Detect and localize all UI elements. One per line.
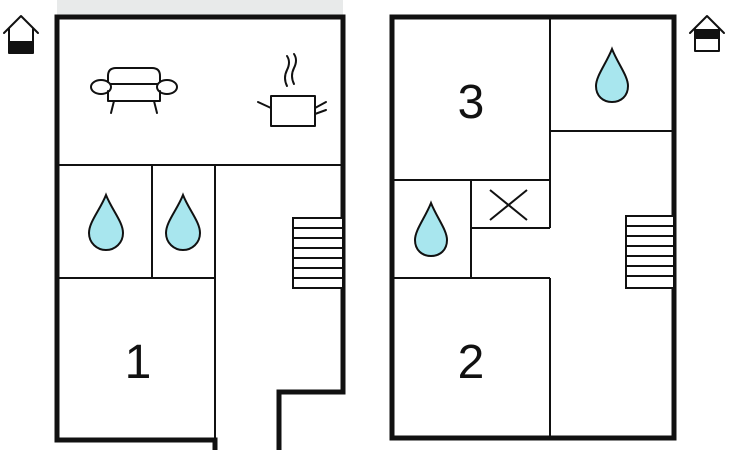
upper-floor-plan: 3 2	[389, 14, 677, 441]
house-upper-floor-icon	[689, 15, 725, 52]
top-strip	[57, 0, 343, 15]
water-drop-icon	[594, 46, 630, 104]
water-drop-icon	[413, 200, 449, 258]
room-number-3: 3	[458, 76, 485, 129]
staircase-icon	[292, 217, 344, 289]
room-number-1: 1	[125, 336, 152, 389]
open-void-icon	[489, 189, 528, 221]
house-ground-floor-icon	[3, 15, 39, 54]
water-drop-icon	[164, 192, 202, 252]
room-number-2: 2	[458, 336, 485, 389]
ground-floor-plan: 1	[54, 0, 346, 450]
staircase-icon	[625, 215, 675, 289]
water-drop-icon	[87, 192, 125, 252]
sofa-icon	[90, 67, 178, 114]
cooking-pot-icon	[257, 53, 327, 127]
